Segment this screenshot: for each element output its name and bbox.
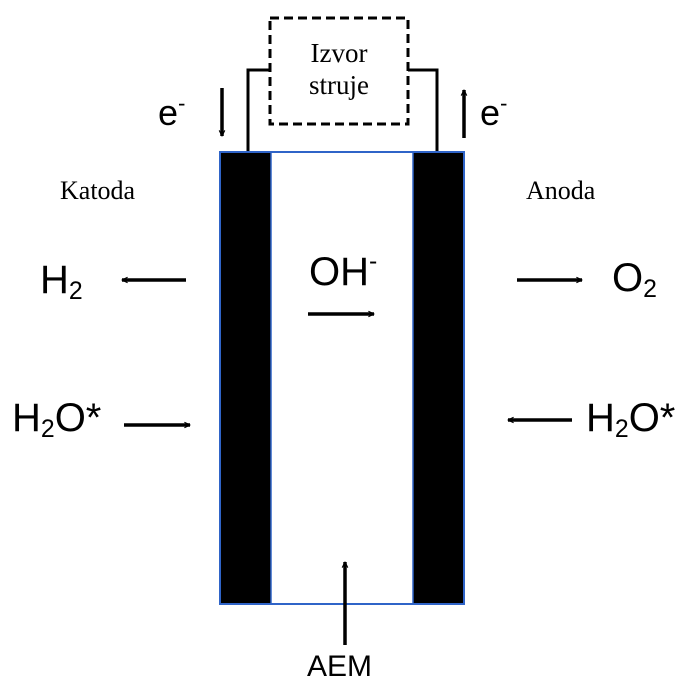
electron-label-left: e- <box>158 90 186 133</box>
cathode-electrode <box>221 153 271 603</box>
cathode-label: Katoda <box>60 176 136 205</box>
hydroxide-label: OH- <box>309 247 378 294</box>
anode-electrode <box>413 153 463 603</box>
water-label-left: H2O* <box>12 396 102 444</box>
oxygen-label: O2 <box>612 256 657 304</box>
water-label-right: H2O* <box>586 396 676 444</box>
wire-cathode <box>246 68 270 152</box>
wire-anode <box>408 68 439 152</box>
power-source-line1: Izvor <box>310 38 368 68</box>
power-source-line2: struje <box>309 69 369 100</box>
power-source-label: Izvor struje <box>270 38 408 102</box>
electron-label-right: e- <box>480 90 508 133</box>
membrane-label: AEM <box>307 650 373 683</box>
hydrogen-label: H2 <box>40 258 83 306</box>
anode-label: Anoda <box>526 176 596 205</box>
